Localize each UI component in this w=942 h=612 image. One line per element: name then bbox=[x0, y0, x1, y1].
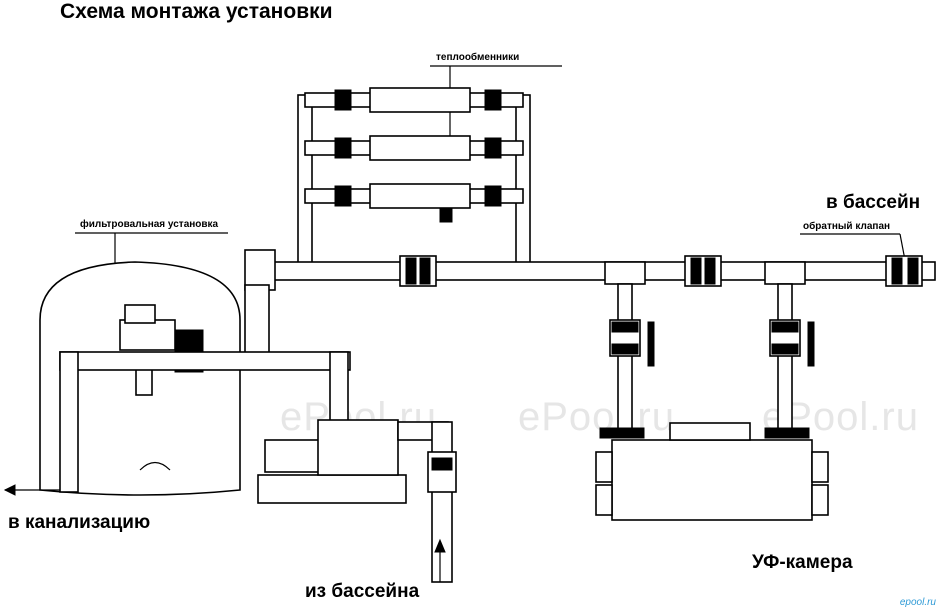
exchanger-row bbox=[304, 135, 524, 161]
filter-pipework bbox=[3, 249, 351, 496]
exchanger-row bbox=[304, 183, 524, 223]
uv-chamber bbox=[595, 422, 829, 521]
label-check-valve: обратный клапан bbox=[803, 221, 891, 232]
diagram-title: Схема монтажа установки bbox=[60, 0, 333, 23]
filter-tank bbox=[39, 261, 241, 496]
heat-exchangers bbox=[297, 87, 531, 266]
main-pipe bbox=[269, 255, 936, 287]
label-from-pool: из бассейна bbox=[305, 581, 420, 602]
corner-logo: epool.ru bbox=[899, 597, 936, 608]
label-uv-chamber: УФ-камера bbox=[752, 552, 853, 573]
pump bbox=[257, 419, 457, 583]
label-filter-unit: фильтровальная установка bbox=[80, 219, 219, 230]
label-to-sewer: в канализацию bbox=[8, 512, 151, 533]
exchanger-row bbox=[304, 87, 524, 113]
uv-branches bbox=[609, 283, 815, 435]
watermark: ePool.ru bbox=[518, 395, 675, 439]
label-to-pool: в бассейн bbox=[826, 192, 921, 213]
label-heat-exchangers: теплообменники bbox=[436, 52, 520, 63]
